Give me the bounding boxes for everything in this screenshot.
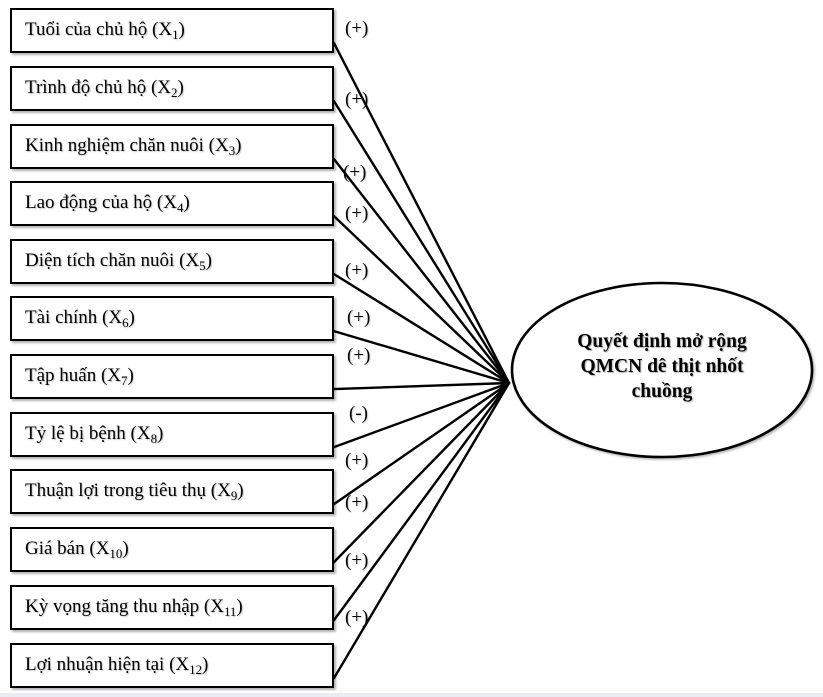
outcome-ellipse	[510, 281, 814, 459]
outcome-line-3: chuồng	[631, 380, 693, 402]
factor-subscript-x9: 9	[230, 487, 238, 503]
factor-box-x10[interactable]: Giá bán (X10)	[10, 527, 334, 572]
connector-lines	[332, 41, 511, 680]
factor-label-x1: Tuổi của chủ hộ (X1)	[25, 19, 185, 42]
factor-label-x2: Trình độ chủ hộ (X2)	[25, 77, 184, 100]
outcome-line-2: QMCN dê thịt nhốt	[580, 355, 744, 377]
factor-box-x12[interactable]: Lợi nhuận hiện tại (X12)	[10, 643, 334, 688]
factor-box-x2[interactable]: Trình độ chủ hộ (X2)	[10, 66, 334, 111]
factor-box-x5[interactable]: Diện tích chăn nuôi (X5)	[10, 239, 334, 284]
factor-subscript-x11: 11	[223, 603, 237, 619]
factor-label-x8: Tỷ lệ bị bệnh (X8)	[25, 423, 164, 446]
factor-label-x3: Kinh nghiệm chăn nuôi (X3)	[25, 135, 242, 158]
factor-box-x3[interactable]: Kinh nghiệm chăn nuôi (X3)	[10, 124, 334, 169]
connector-x4	[332, 214, 511, 385]
sign-label-x9: (+)	[345, 450, 369, 471]
factor-subscript-x10: 10	[109, 545, 123, 561]
factor-box-x7[interactable]: Tập huấn (X7)	[10, 354, 334, 399]
factor-label-x6: Tài chính (X6)	[25, 307, 135, 330]
factor-box-x11[interactable]: Kỳ vọng tăng thu nhập (X11)	[10, 585, 334, 630]
factor-box-x9[interactable]: Thuận lợi trong tiêu thụ (X9)	[10, 469, 334, 514]
sign-label-x10: (+)	[345, 492, 369, 513]
factor-box-x1[interactable]: Tuổi của chủ hộ (X1)	[10, 8, 334, 53]
sign-label-x1: (+)	[345, 18, 369, 39]
sign-label-x12: (+)	[345, 607, 369, 628]
factor-label-x7: Tập huấn (X7)	[25, 365, 134, 388]
connector-x10	[332, 381, 511, 564]
connector-x1	[332, 41, 511, 385]
factor-subscript-x8: 8	[150, 430, 158, 446]
factor-label-x4: Lao động của hộ (X4)	[25, 192, 190, 215]
connector-x5	[332, 272, 511, 385]
factor-subscript-x2: 2	[171, 84, 178, 100]
sign-label-x6: (+)	[347, 307, 371, 328]
sign-label-x8: (-)	[349, 403, 368, 424]
outcome-line-1: Quyết định mở rộng	[577, 331, 747, 352]
factor-box-x8[interactable]: Tỷ lệ bị bệnh (X8)	[10, 412, 334, 457]
connector-x7	[332, 381, 511, 391]
factor-box-x4[interactable]: Lao động của hộ (X4)	[10, 181, 334, 226]
connector-x9	[332, 381, 511, 506]
sign-label-x4: (+)	[345, 203, 369, 224]
factor-subscript-x12: 12	[189, 661, 203, 677]
connector-x6	[332, 329, 511, 385]
factor-subscript-x6: 6	[122, 314, 129, 330]
factor-label-x11: Kỳ vọng tăng thu nhập (X11)	[25, 596, 243, 619]
factor-subscript-x3: 3	[228, 142, 236, 158]
factor-label-x12: Lợi nhuận hiện tại (X12)	[25, 654, 209, 677]
connector-x2	[332, 99, 511, 385]
factor-subscript-x5: 5	[199, 257, 206, 273]
connector-x11	[332, 381, 511, 622]
sign-label-x5: (+)	[345, 260, 369, 281]
factor-subscript-x1: 1	[172, 26, 179, 42]
connector-x8	[332, 381, 511, 449]
factor-label-x5: Diện tích chăn nuôi (X5)	[25, 250, 212, 273]
factor-subscript-x7: 7	[121, 372, 128, 388]
sign-label-x2: (+)	[345, 89, 369, 110]
bottom-edge-strip	[0, 693, 823, 697]
connector-x3	[332, 157, 511, 385]
connector-x12	[332, 381, 511, 680]
sign-label-x3: (+)	[343, 162, 367, 183]
sign-label-x11: (+)	[345, 550, 369, 571]
sign-label-x7: (+)	[347, 345, 371, 366]
factor-label-x9: Thuận lợi trong tiêu thụ (X9)	[25, 480, 244, 503]
factor-subscript-x4: 4	[176, 199, 184, 215]
factor-box-x6[interactable]: Tài chính (X6)	[10, 296, 334, 341]
factor-label-x10: Giá bán (X10)	[25, 538, 129, 561]
